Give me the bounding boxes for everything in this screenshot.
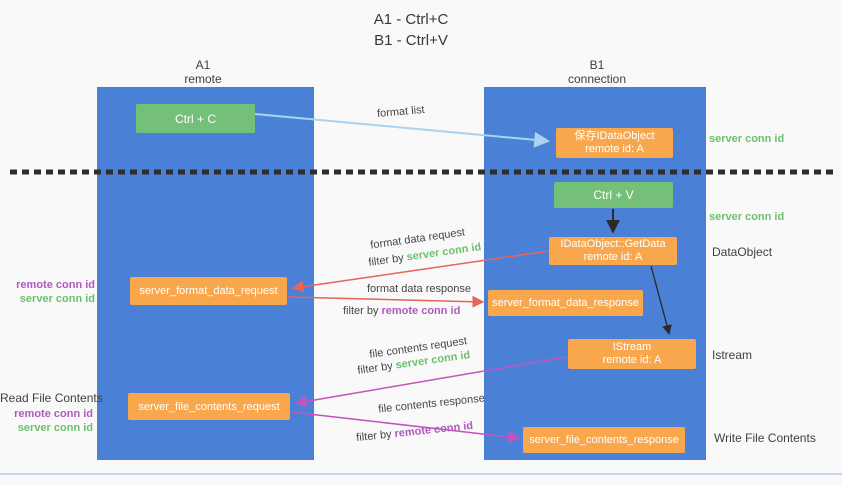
column-b1-role: connection (567, 72, 627, 86)
format-data-response-arrow (287, 295, 485, 308)
annotation-write-file-contents: Write File Contents (714, 431, 816, 445)
remote-conn-id-text: remote conn id (393, 419, 474, 441)
label-format-list: format list (376, 103, 426, 121)
node-save-idataobject-line2: remote id: A (585, 143, 644, 155)
annotation-istream: Istream (712, 348, 753, 362)
node-ctrl-v: Ctrl + V (554, 182, 673, 208)
node-getdata-line2: remote id: A (583, 251, 643, 263)
node-ctrl-c-label: Ctrl + C (174, 111, 216, 126)
bottom-border-line (0, 473, 842, 475)
remote-conn-id-text: remote conn id (381, 305, 461, 317)
column-b1-id: B1 (589, 58, 605, 72)
title-line-1: A1 - Ctrl+C (373, 11, 449, 28)
annotation-server-conn-id-right-2: server conn id (709, 211, 785, 223)
node-server-format-data-response: server_format_data_response (488, 290, 643, 316)
label-file-contents-response: file contents response (377, 392, 486, 416)
annotation-server-conn-id-left-1: server conn id (19, 293, 95, 305)
node-getdata-line1: IDataObject::GetData (560, 238, 666, 250)
annotation-remote-conn-id-left-1: remote conn id (16, 279, 95, 291)
node-save-idataobject: 保存IDataObject remote id: A (556, 128, 673, 158)
filter-by-text: filter by (343, 305, 379, 317)
node-format-response-label: server_format_data_response (492, 297, 639, 309)
column-header-a1: A1 remote (137, 58, 269, 86)
title-line-2: B1 - Ctrl+V (374, 32, 448, 49)
filter-by-text: filter by (355, 428, 393, 445)
label-format-data-response: format data response (367, 283, 471, 295)
node-server-file-contents-request: server_file_contents_request (128, 393, 290, 420)
annotation-server-conn-id-left-2: server conn id (17, 422, 93, 434)
node-istream-line2: remote id: A (602, 354, 662, 366)
node-format-request-label: server_format_data_request (139, 285, 278, 297)
node-server-file-contents-response: server_file_contents_response (523, 427, 685, 453)
filter-by-text: filter by (367, 252, 405, 269)
node-server-format-data-request: server_format_data_request (130, 277, 287, 305)
annotation-read-file-contents: Read File Contents (0, 391, 103, 405)
node-istream-line1: IStream (612, 341, 652, 353)
column-a1-id: A1 (195, 58, 211, 72)
annotation-server-conn-id-right-1: server conn id (709, 133, 785, 145)
node-save-idataobject-line1: 保存IDataObject (574, 130, 655, 142)
node-ctrl-v-label: Ctrl + V (593, 188, 634, 202)
column-a1-role: remote (184, 72, 222, 86)
page-title: A1 - Ctrl+C B1 - Ctrl+V (0, 9, 822, 51)
node-idataobject-getdata: IDataObject::GetData remote id: A (549, 237, 677, 265)
node-istream: IStream remote id: A (568, 339, 696, 369)
node-file-request-label: server_file_contents_request (138, 400, 280, 413)
column-header-b1: B1 connection (531, 58, 663, 86)
node-ctrl-c: Ctrl + C (136, 104, 255, 133)
annotation-dataobject: DataObject (712, 245, 773, 259)
node-file-response-label: server_file_contents_response (529, 434, 679, 446)
annotation-remote-conn-id-left-2: remote conn id (14, 408, 93, 420)
filter-by-text: filter by (356, 360, 394, 377)
